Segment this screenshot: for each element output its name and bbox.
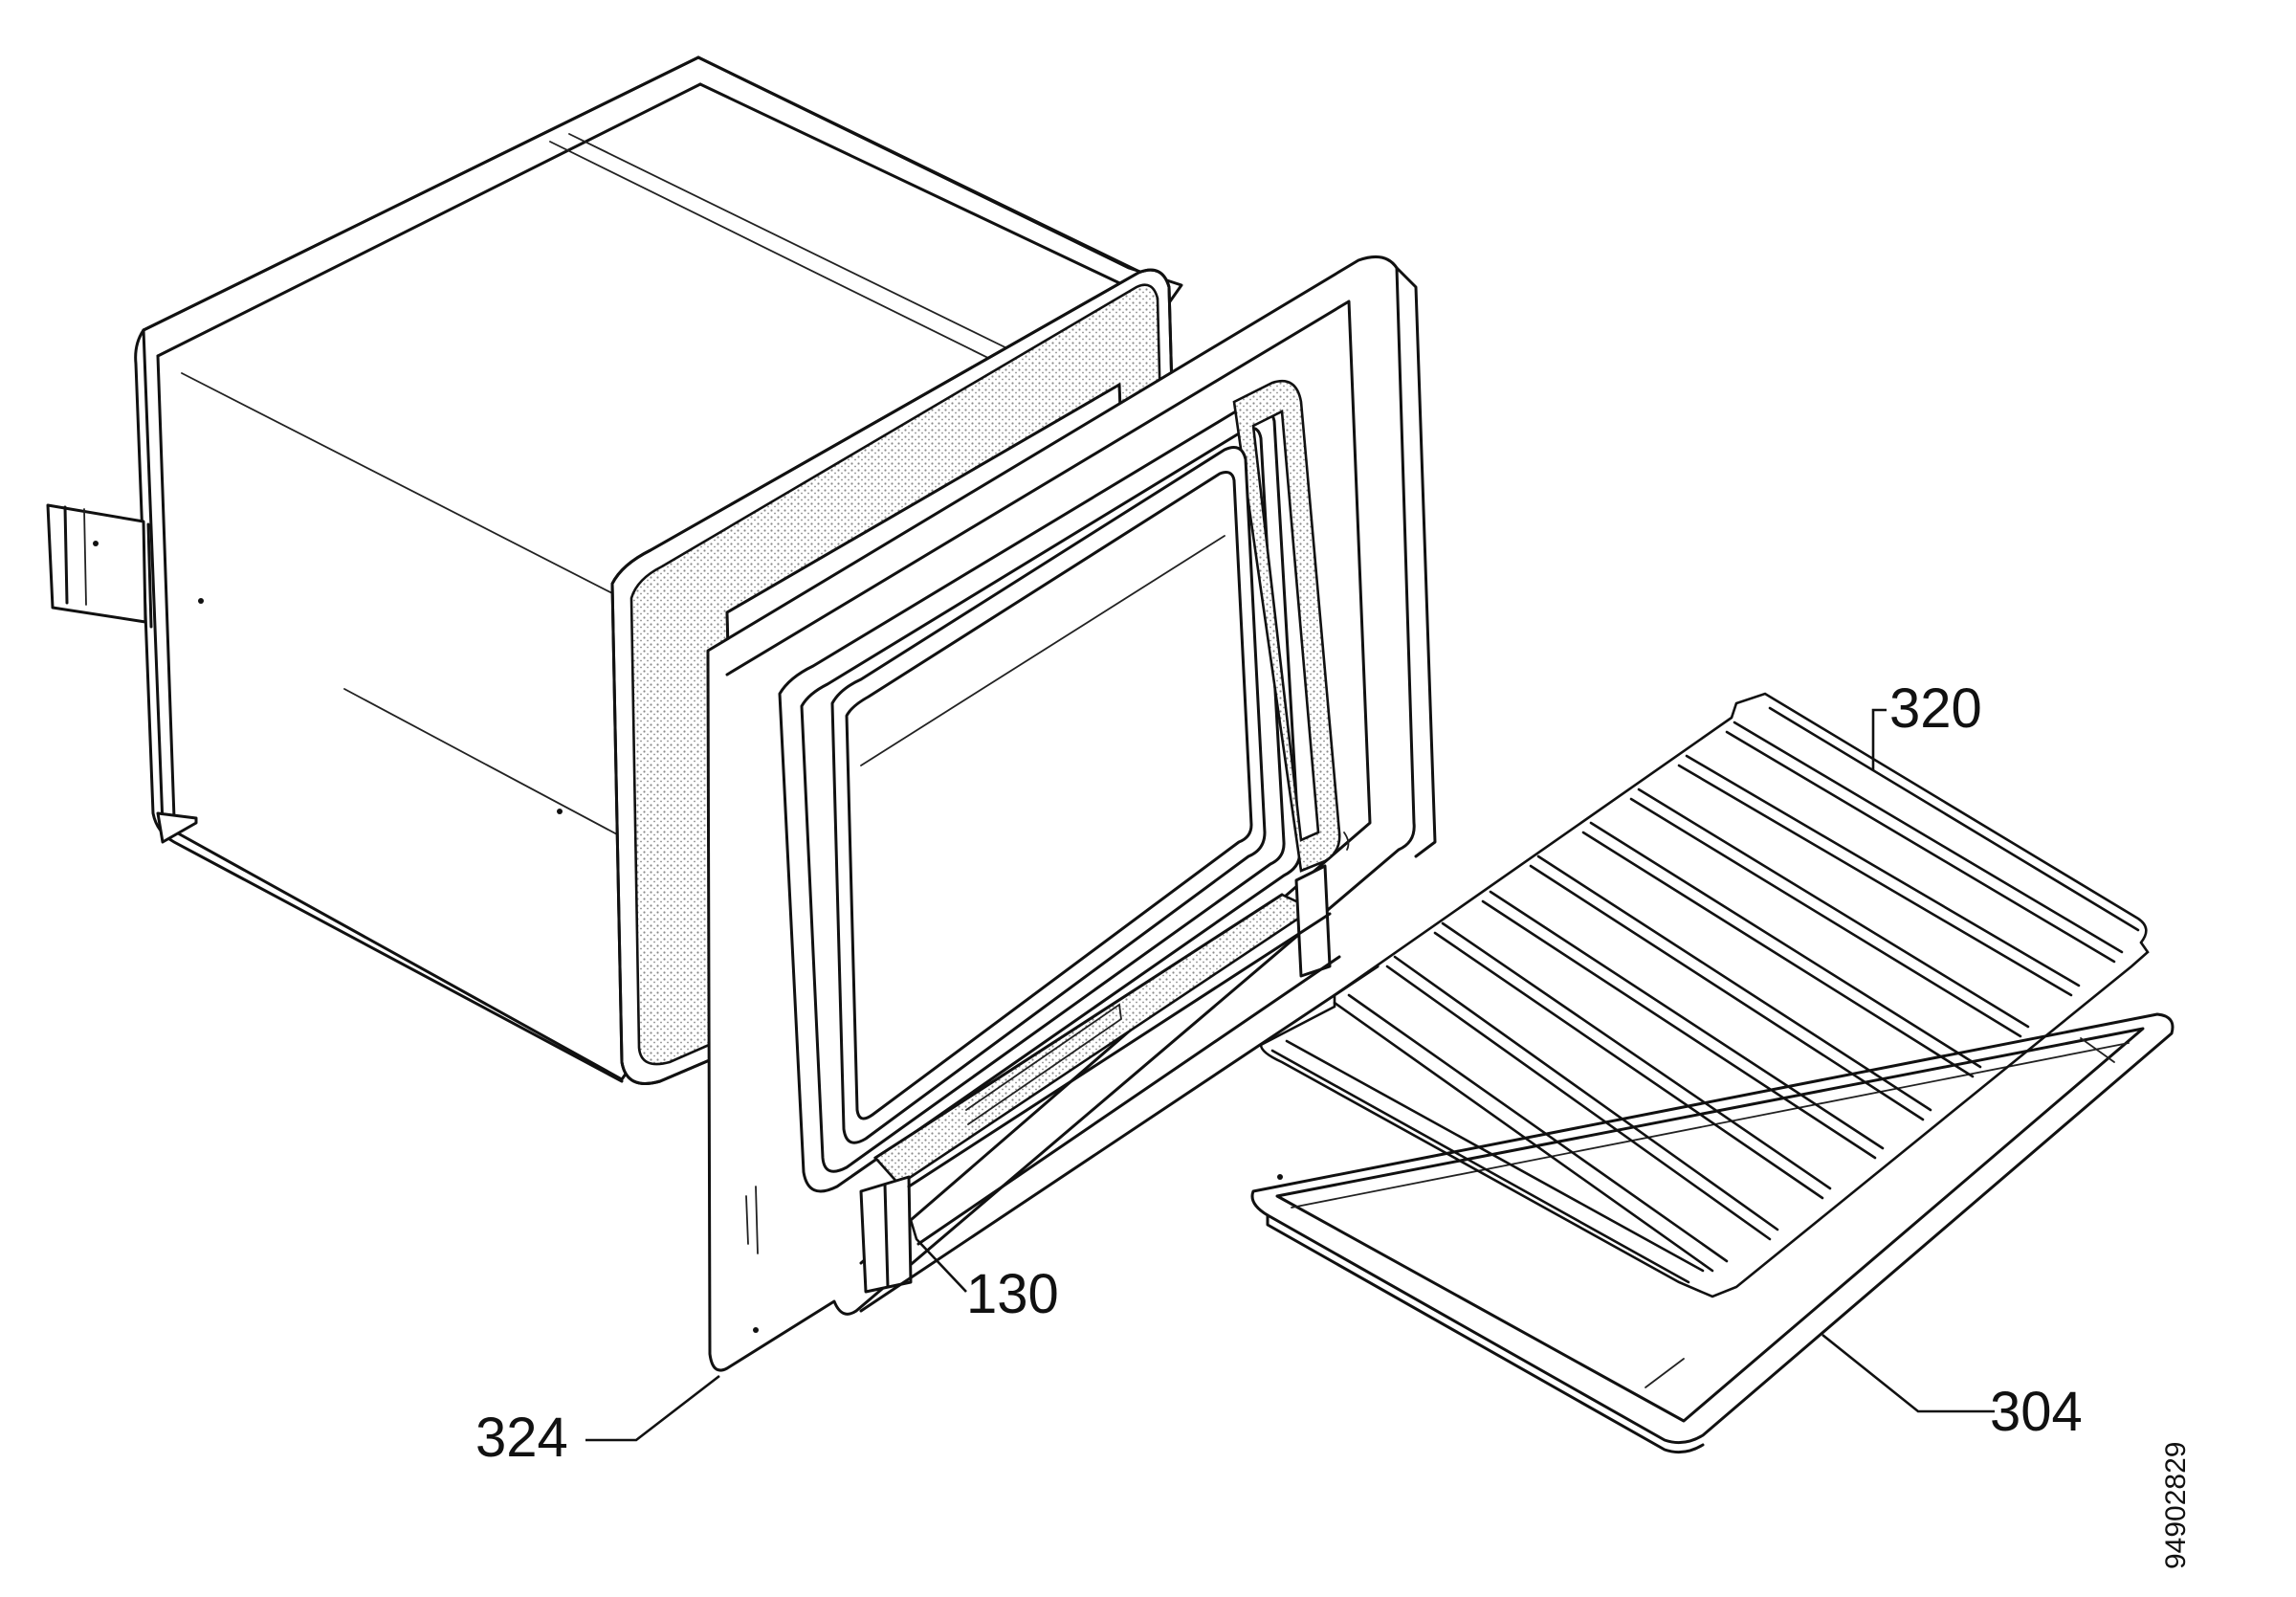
drawing-number: 94902829: [2160, 1442, 2192, 1569]
leader-304: [1821, 1333, 1995, 1413]
front-frame-324: [706, 255, 1437, 1372]
leader-130: [909, 1219, 967, 1293]
callout-label-shelf: 320: [1889, 677, 1982, 740]
callout-label-frame: 324: [475, 1407, 568, 1469]
callout-leaders: [585, 708, 1995, 1442]
leader-320: [1871, 708, 1887, 770]
callout-label-tray: 304: [1990, 1381, 2083, 1443]
leader-324: [585, 1374, 720, 1442]
oven-shelf-320: [1259, 692, 2150, 1298]
callout-label-seal: 130: [966, 1263, 1059, 1325]
